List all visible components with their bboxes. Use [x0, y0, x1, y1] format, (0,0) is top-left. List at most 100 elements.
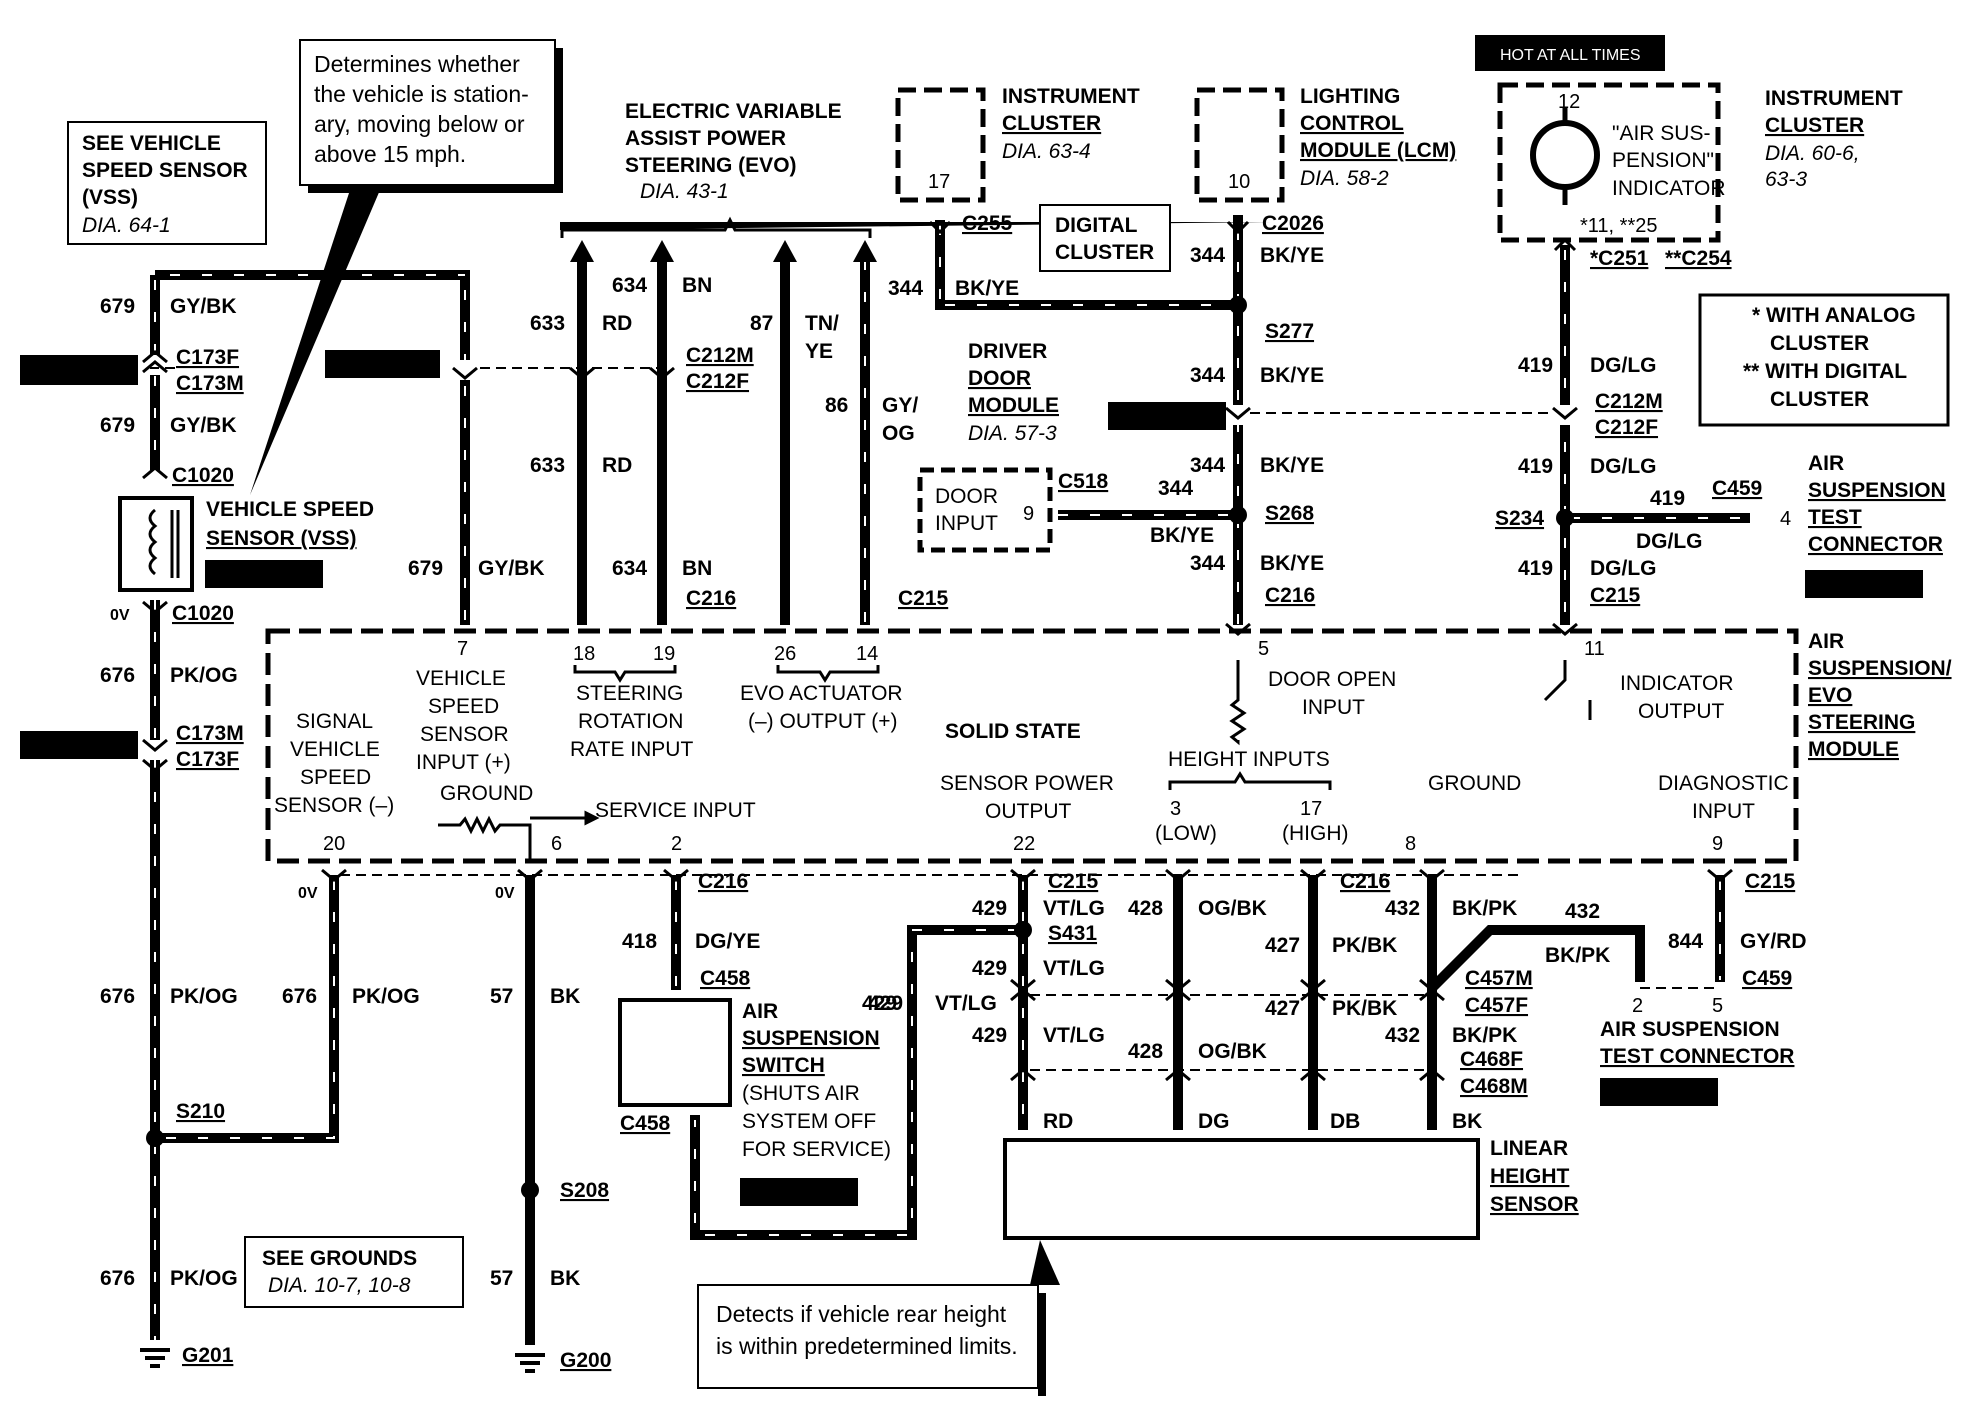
svg-text:DIA. 43-1: DIA. 43-1: [640, 180, 729, 203]
svg-text:TN/: TN/: [805, 312, 839, 335]
svg-text:CLUSTER: CLUSTER: [1765, 114, 1864, 137]
svg-text:C215: C215: [1590, 584, 1641, 607]
svg-text:DOOR: DOOR: [935, 485, 998, 508]
svg-text:26: 26: [774, 643, 796, 665]
ddm-ref: DRIVER DOOR MODULE DIA. 57-3: [968, 340, 1059, 445]
svg-text:RD: RD: [1043, 1110, 1073, 1133]
svg-text:STEERING: STEERING: [1808, 711, 1915, 734]
svg-text:OUTPUT: OUTPUT: [985, 800, 1072, 823]
svg-text:BK/YE: BK/YE: [1260, 364, 1324, 387]
svg-text:FOR SERVICE): FOR SERVICE): [742, 1138, 891, 1161]
svg-text:VEHICLE: VEHICLE: [416, 667, 506, 690]
svg-text:427: 427: [1265, 934, 1300, 957]
svg-text:above 15 mph.: above 15 mph.: [314, 141, 466, 167]
svg-text:344: 344: [1158, 477, 1193, 500]
svg-text:151-9 F7: 151-9 F7: [1820, 576, 1876, 592]
svg-text:344: 344: [1190, 552, 1225, 575]
svg-text:DG/LG: DG/LG: [1636, 530, 1703, 553]
svg-text:151-1 A7: 151-1 A7: [30, 362, 86, 378]
svg-text:CONNECTOR: CONNECTOR: [1808, 533, 1943, 556]
svg-text:SPEED SENSOR: SPEED SENSOR: [82, 159, 248, 182]
svg-text:427: 427: [1265, 997, 1300, 1020]
svg-text:C216: C216: [686, 587, 736, 610]
svg-text:STEERING: STEERING: [576, 682, 683, 705]
svg-text:SOLID STATE: SOLID STATE: [945, 720, 1081, 743]
test-conn2-ref: AIR SUSPENSION TEST CONNECTOR: [1600, 1018, 1794, 1068]
svg-text:20: 20: [323, 833, 345, 855]
svg-text:MODULE: MODULE: [968, 394, 1059, 417]
svg-text:SUSPENSION: SUSPENSION: [742, 1027, 880, 1050]
connector-labels: C173F C173M C1020 C1020 C173M C173F C255…: [172, 212, 1796, 1372]
svg-text:*11, **25: *11, **25: [1580, 215, 1657, 237]
connector-dashes: [150, 367, 1720, 1071]
svg-text:DIA. 64-1: DIA. 64-1: [82, 214, 171, 237]
svg-text:2: 2: [1632, 995, 1643, 1017]
svg-text:432: 432: [1385, 1024, 1420, 1047]
air-switch-ref: AIR SUSPENSION SWITCH (SHUTS AIR SYSTEM …: [742, 1000, 891, 1161]
svg-text:634: 634: [612, 274, 647, 297]
svg-text:is within predetermined limits: is within predetermined limits.: [716, 1333, 1018, 1359]
svg-text:CLUSTER: CLUSTER: [1002, 112, 1101, 135]
svg-text:14: 14: [856, 643, 878, 665]
svg-text:C216: C216: [1265, 584, 1315, 607]
svg-text:STEERING (EVO): STEERING (EVO): [625, 154, 797, 177]
svg-text:the vehicle is station-: the vehicle is station-: [314, 81, 529, 107]
see-vss-ref: SEE VEHICLE SPEED SENSOR (VSS) DIA. 64-1: [82, 132, 248, 237]
svg-text:DRIVER: DRIVER: [968, 340, 1047, 363]
svg-text:11: 11: [1584, 638, 1605, 660]
svg-text:BN: BN: [682, 557, 712, 580]
svg-text:418: 418: [622, 930, 657, 953]
svg-text:429: 429: [868, 992, 903, 1015]
svg-text:GY/: GY/: [882, 394, 918, 417]
svg-text:676: 676: [282, 985, 317, 1008]
svg-text:GY/BK: GY/BK: [170, 295, 237, 318]
svg-text:C173F: C173F: [176, 748, 239, 771]
svg-text:BK/PK: BK/PK: [1452, 897, 1517, 920]
svg-text:432: 432: [1385, 897, 1420, 920]
svg-text:0V: 0V: [298, 885, 318, 902]
svg-text:C459: C459: [1712, 477, 1762, 500]
svg-text:344: 344: [888, 277, 923, 300]
svg-text:EVO ACTUATOR: EVO ACTUATOR: [740, 682, 903, 705]
svg-text:INPUT: INPUT: [1302, 696, 1365, 719]
connector-chevrons: [142, 220, 1733, 1082]
svg-text:DG/LG: DG/LG: [1590, 455, 1657, 478]
svg-text:S431: S431: [1048, 922, 1097, 945]
air-susp-test-ref: AIR SUSPENSION TEST CONNECTOR: [1808, 452, 1946, 556]
svg-text:19: 19: [653, 643, 675, 665]
svg-text:*C251: *C251: [1590, 247, 1649, 270]
svg-text:INDICATOR: INDICATOR: [1612, 177, 1726, 200]
svg-text:57: 57: [490, 985, 513, 1008]
svg-text:C216: C216: [1340, 870, 1390, 893]
svg-text:87: 87: [750, 312, 773, 335]
svg-text:C255: C255: [962, 212, 1013, 235]
svg-text:676: 676: [100, 985, 135, 1008]
svg-text:RD: RD: [602, 454, 632, 477]
svg-text:C2026: C2026: [1262, 212, 1324, 235]
svg-text:S234: S234: [1495, 507, 1544, 530]
svg-text:SENSOR: SENSOR: [420, 723, 509, 746]
svg-text:429: 429: [972, 897, 1007, 920]
svg-text:BK/PK: BK/PK: [1452, 1024, 1517, 1047]
svg-text:SENSOR (–): SENSOR (–): [274, 794, 394, 817]
svg-text:C216: C216: [698, 870, 748, 893]
door-switch: [1229, 660, 1247, 746]
svg-text:BK/YE: BK/YE: [1260, 552, 1324, 575]
svg-text:MODULE (LCM): MODULE (LCM): [1300, 139, 1456, 162]
hot-at-all-times-box: [1475, 35, 1665, 71]
vss-coil: [148, 508, 158, 576]
vss-ref: VEHICLE SPEED SENSOR (VSS): [206, 498, 374, 550]
svg-text:151-6 F2: 151-6 F2: [335, 356, 391, 372]
svg-text:DIA. 10-7, 10-8: DIA. 10-7, 10-8: [268, 1274, 411, 1297]
svg-text:676: 676: [100, 1267, 135, 1290]
svg-text:CLUSTER: CLUSTER: [1770, 332, 1869, 355]
svg-text:ary, moving below or: ary, moving below or: [314, 111, 525, 137]
svg-text:SERVICE INPUT: SERVICE INPUT: [595, 799, 756, 822]
callout-height-function: Detects if vehicle rear height is within…: [716, 1301, 1018, 1359]
svg-text:C518: C518: [1058, 470, 1109, 493]
svg-text:PENSION": PENSION": [1612, 149, 1714, 172]
svg-text:ELECTRIC VARIABLE: ELECTRIC VARIABLE: [625, 100, 842, 123]
svg-text:G201: G201: [182, 1344, 234, 1367]
svg-text:429: 429: [862, 992, 897, 1015]
